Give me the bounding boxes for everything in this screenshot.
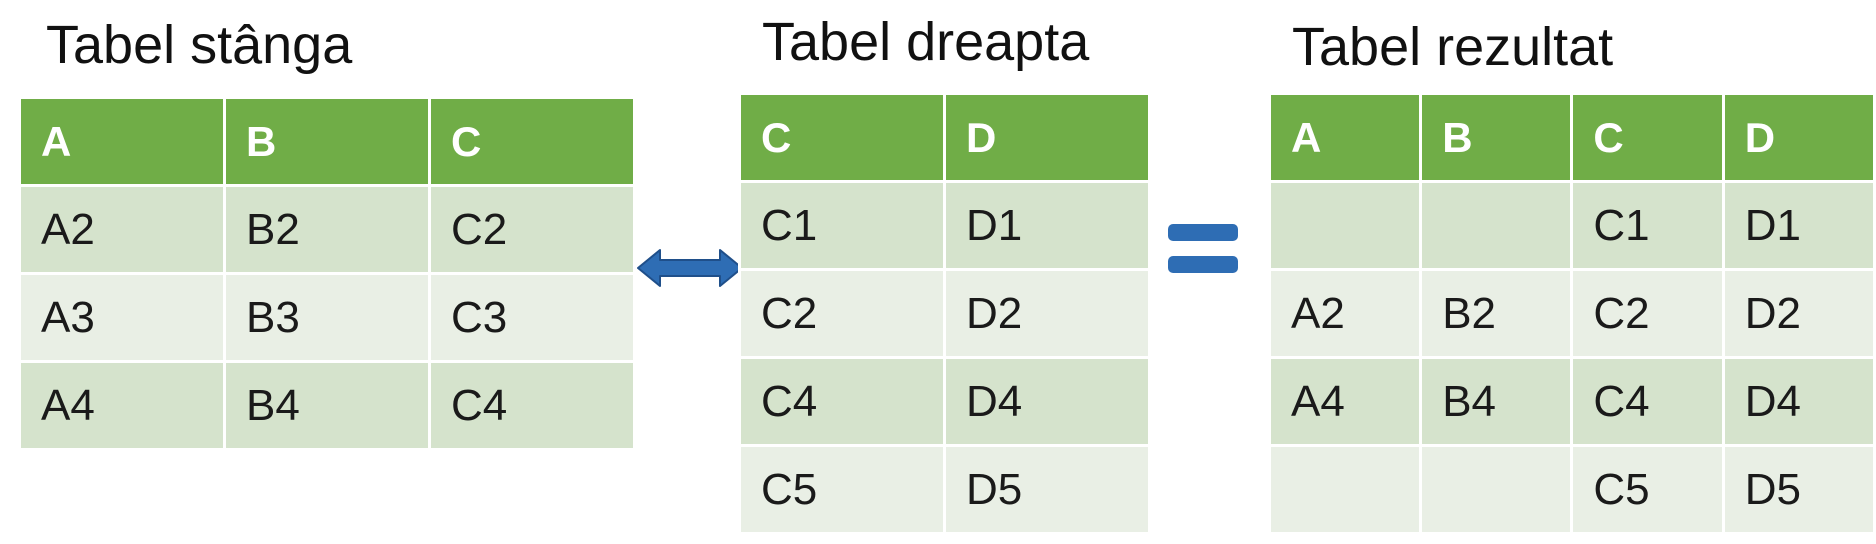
table-cell: D5	[1724, 447, 1873, 532]
table-cell: C5	[741, 447, 943, 532]
table-row: A4 B4 C4 D4	[1271, 359, 1873, 444]
table-row: C4 D4	[741, 359, 1148, 444]
table-cell: A4	[1271, 359, 1420, 444]
table-row: C5 D5	[1271, 447, 1873, 532]
table-cell: C1	[741, 183, 943, 268]
table-row: C5 D5	[741, 447, 1148, 532]
header-cell: C	[431, 99, 633, 184]
header-cell: A	[21, 99, 223, 184]
equals-sign-icon	[1168, 224, 1238, 273]
table-cell: B3	[226, 275, 428, 360]
table-cell	[1271, 447, 1420, 532]
header-cell: D	[946, 95, 1148, 180]
table-cell: C2	[431, 187, 633, 272]
header-cell: B	[1422, 95, 1571, 180]
result-table: A B C D C1 D1 A2 B2 C2 D2 A4 B4 C4 D4 C5	[1268, 92, 1876, 535]
table-cell	[1271, 183, 1420, 268]
header-cell: C	[741, 95, 943, 180]
left-table: A B C A2 B2 C2 A3 B3 C3 A4 B4 C4	[18, 96, 636, 451]
table-cell: A3	[21, 275, 223, 360]
result-table-title: Tabel rezultat	[1292, 17, 1614, 77]
table-cell: B4	[226, 363, 428, 448]
right-table: C D C1 D1 C2 D2 C4 D4 C5 D5	[738, 92, 1151, 535]
table-cell: D1	[946, 183, 1148, 268]
table-row: C1 D1	[1271, 183, 1873, 268]
header-row: C D	[741, 95, 1148, 180]
header-cell: B	[226, 99, 428, 184]
table-cell: C4	[1573, 359, 1722, 444]
table-cell: A4	[21, 363, 223, 448]
table-cell: C3	[431, 275, 633, 360]
table-cell: B2	[226, 187, 428, 272]
table-cell: D4	[946, 359, 1148, 444]
header-cell: C	[1573, 95, 1722, 180]
table-cell: C5	[1573, 447, 1722, 532]
header-row: A B C D	[1271, 95, 1873, 180]
header-cell: A	[1271, 95, 1420, 180]
table-cell: D5	[946, 447, 1148, 532]
table-cell: C2	[741, 271, 943, 356]
table-cell: D2	[1724, 271, 1873, 356]
table-cell: D1	[1724, 183, 1873, 268]
table-cell: D2	[946, 271, 1148, 356]
left-table-title: Tabel stânga	[46, 15, 353, 75]
table-row: A2 B2 C2 D2	[1271, 271, 1873, 356]
double-headed-arrow-icon	[637, 249, 743, 287]
table-row: A2 B2 C2	[21, 187, 633, 272]
table-row: A4 B4 C4	[21, 363, 633, 448]
table-cell	[1422, 447, 1571, 532]
table-cell: D4	[1724, 359, 1873, 444]
table-cell: A2	[1271, 271, 1420, 356]
table-cell: C2	[1573, 271, 1722, 356]
table-cell: C4	[741, 359, 943, 444]
table-cell: C4	[431, 363, 633, 448]
table-cell	[1422, 183, 1571, 268]
table-cell: C1	[1573, 183, 1722, 268]
table-cell: B4	[1422, 359, 1571, 444]
header-cell: D	[1724, 95, 1873, 180]
table-row: C2 D2	[741, 271, 1148, 356]
table-row: A3 B3 C3	[21, 275, 633, 360]
table-row: C1 D1	[741, 183, 1148, 268]
table-cell: A2	[21, 187, 223, 272]
header-row: A B C	[21, 99, 633, 184]
table-cell: B2	[1422, 271, 1571, 356]
right-table-title: Tabel dreapta	[762, 12, 1090, 72]
